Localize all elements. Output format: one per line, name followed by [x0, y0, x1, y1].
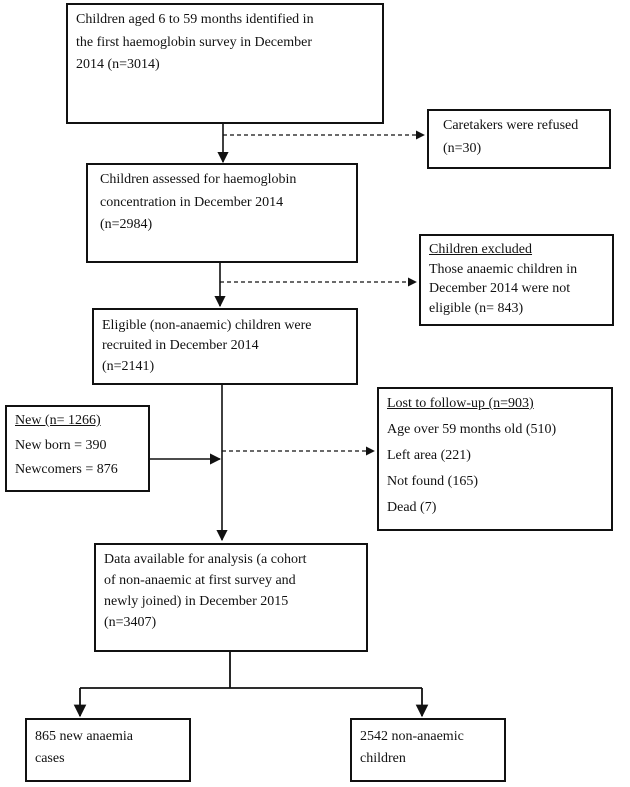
new-cases-line-1: 865 new anaemia [35, 729, 133, 744]
assessed-line-1: Children assessed for haemoglobin [100, 172, 297, 187]
analysis-line-2: of non-anaemic at first survey and [104, 573, 296, 588]
new-born-line: New born = 390 [15, 437, 107, 453]
assessed-box: Children assessed for haemoglobin concen… [86, 163, 358, 263]
new-children-box: New (n= 1266) New born = 390 Newcomers =… [5, 405, 150, 492]
non-anaemic-line-1: 2542 non-anaemic [360, 729, 464, 744]
first-survey-line-1: Children aged 6 to 59 months identified … [76, 12, 314, 27]
lost-followup-box: Lost to follow-up (n=903) Age over 59 mo… [377, 387, 613, 531]
lost-age-line: Age over 59 months old (510) [387, 421, 557, 437]
refused-line-2: (n=30) [443, 140, 482, 156]
eligible-line-3: (n=2141) [102, 358, 155, 374]
excluded-line-1: Those anaemic children in [429, 261, 578, 277]
analysis-line-4: (n=3407) [104, 615, 157, 630]
analysis-box: Data available for analysis (a cohort of… [94, 543, 368, 652]
assessed-line-2: concentration in December 2014 [100, 194, 284, 210]
analysis-line-1: Data available for analysis (a cohort [104, 552, 307, 567]
excluded-line-3: eligible (n= 843) [429, 300, 524, 316]
first-survey-box: Children aged 6 to 59 months identified … [66, 3, 384, 124]
assessed-line-3: (n=2984) [100, 217, 153, 233]
eligible-box: Eligible (non-anaemic) children were rec… [92, 308, 358, 385]
new-children-heading: New (n= 1266) [15, 413, 101, 428]
lost-not-found-line: Not found (165) [387, 473, 478, 489]
first-survey-line-3: 2014 (n=3014) [76, 57, 160, 73]
refused-box: Caretakers were refused (n=30) [427, 109, 611, 169]
non-anaemic-box: 2542 non-anaemic children [350, 718, 506, 782]
new-cases-box: 865 new anaemia cases [25, 718, 191, 782]
refused-line-1: Caretakers were refused [443, 118, 579, 133]
excluded-heading: Children excluded [429, 242, 533, 257]
lost-left-area-line: Left area (221) [387, 447, 471, 463]
excluded-box: Children excluded Those anaemic children… [419, 234, 614, 326]
lost-dead-line: Dead (7) [387, 499, 437, 515]
non-anaemic-line-2: children [360, 750, 406, 766]
new-cases-line-2: cases [35, 750, 65, 766]
newcomers-line: Newcomers = 876 [15, 462, 118, 477]
lost-followup-heading: Lost to follow-up (n=903) [387, 396, 534, 411]
excluded-line-2: December 2014 were not [429, 281, 571, 297]
first-survey-line-2: the first haemoglobin survey in December [76, 34, 312, 50]
analysis-line-3: newly joined) in December 2015 [104, 594, 289, 609]
eligible-line-1: Eligible (non-anaemic) children were [102, 318, 312, 333]
eligible-line-2: recruited in December 2014 [102, 338, 259, 354]
